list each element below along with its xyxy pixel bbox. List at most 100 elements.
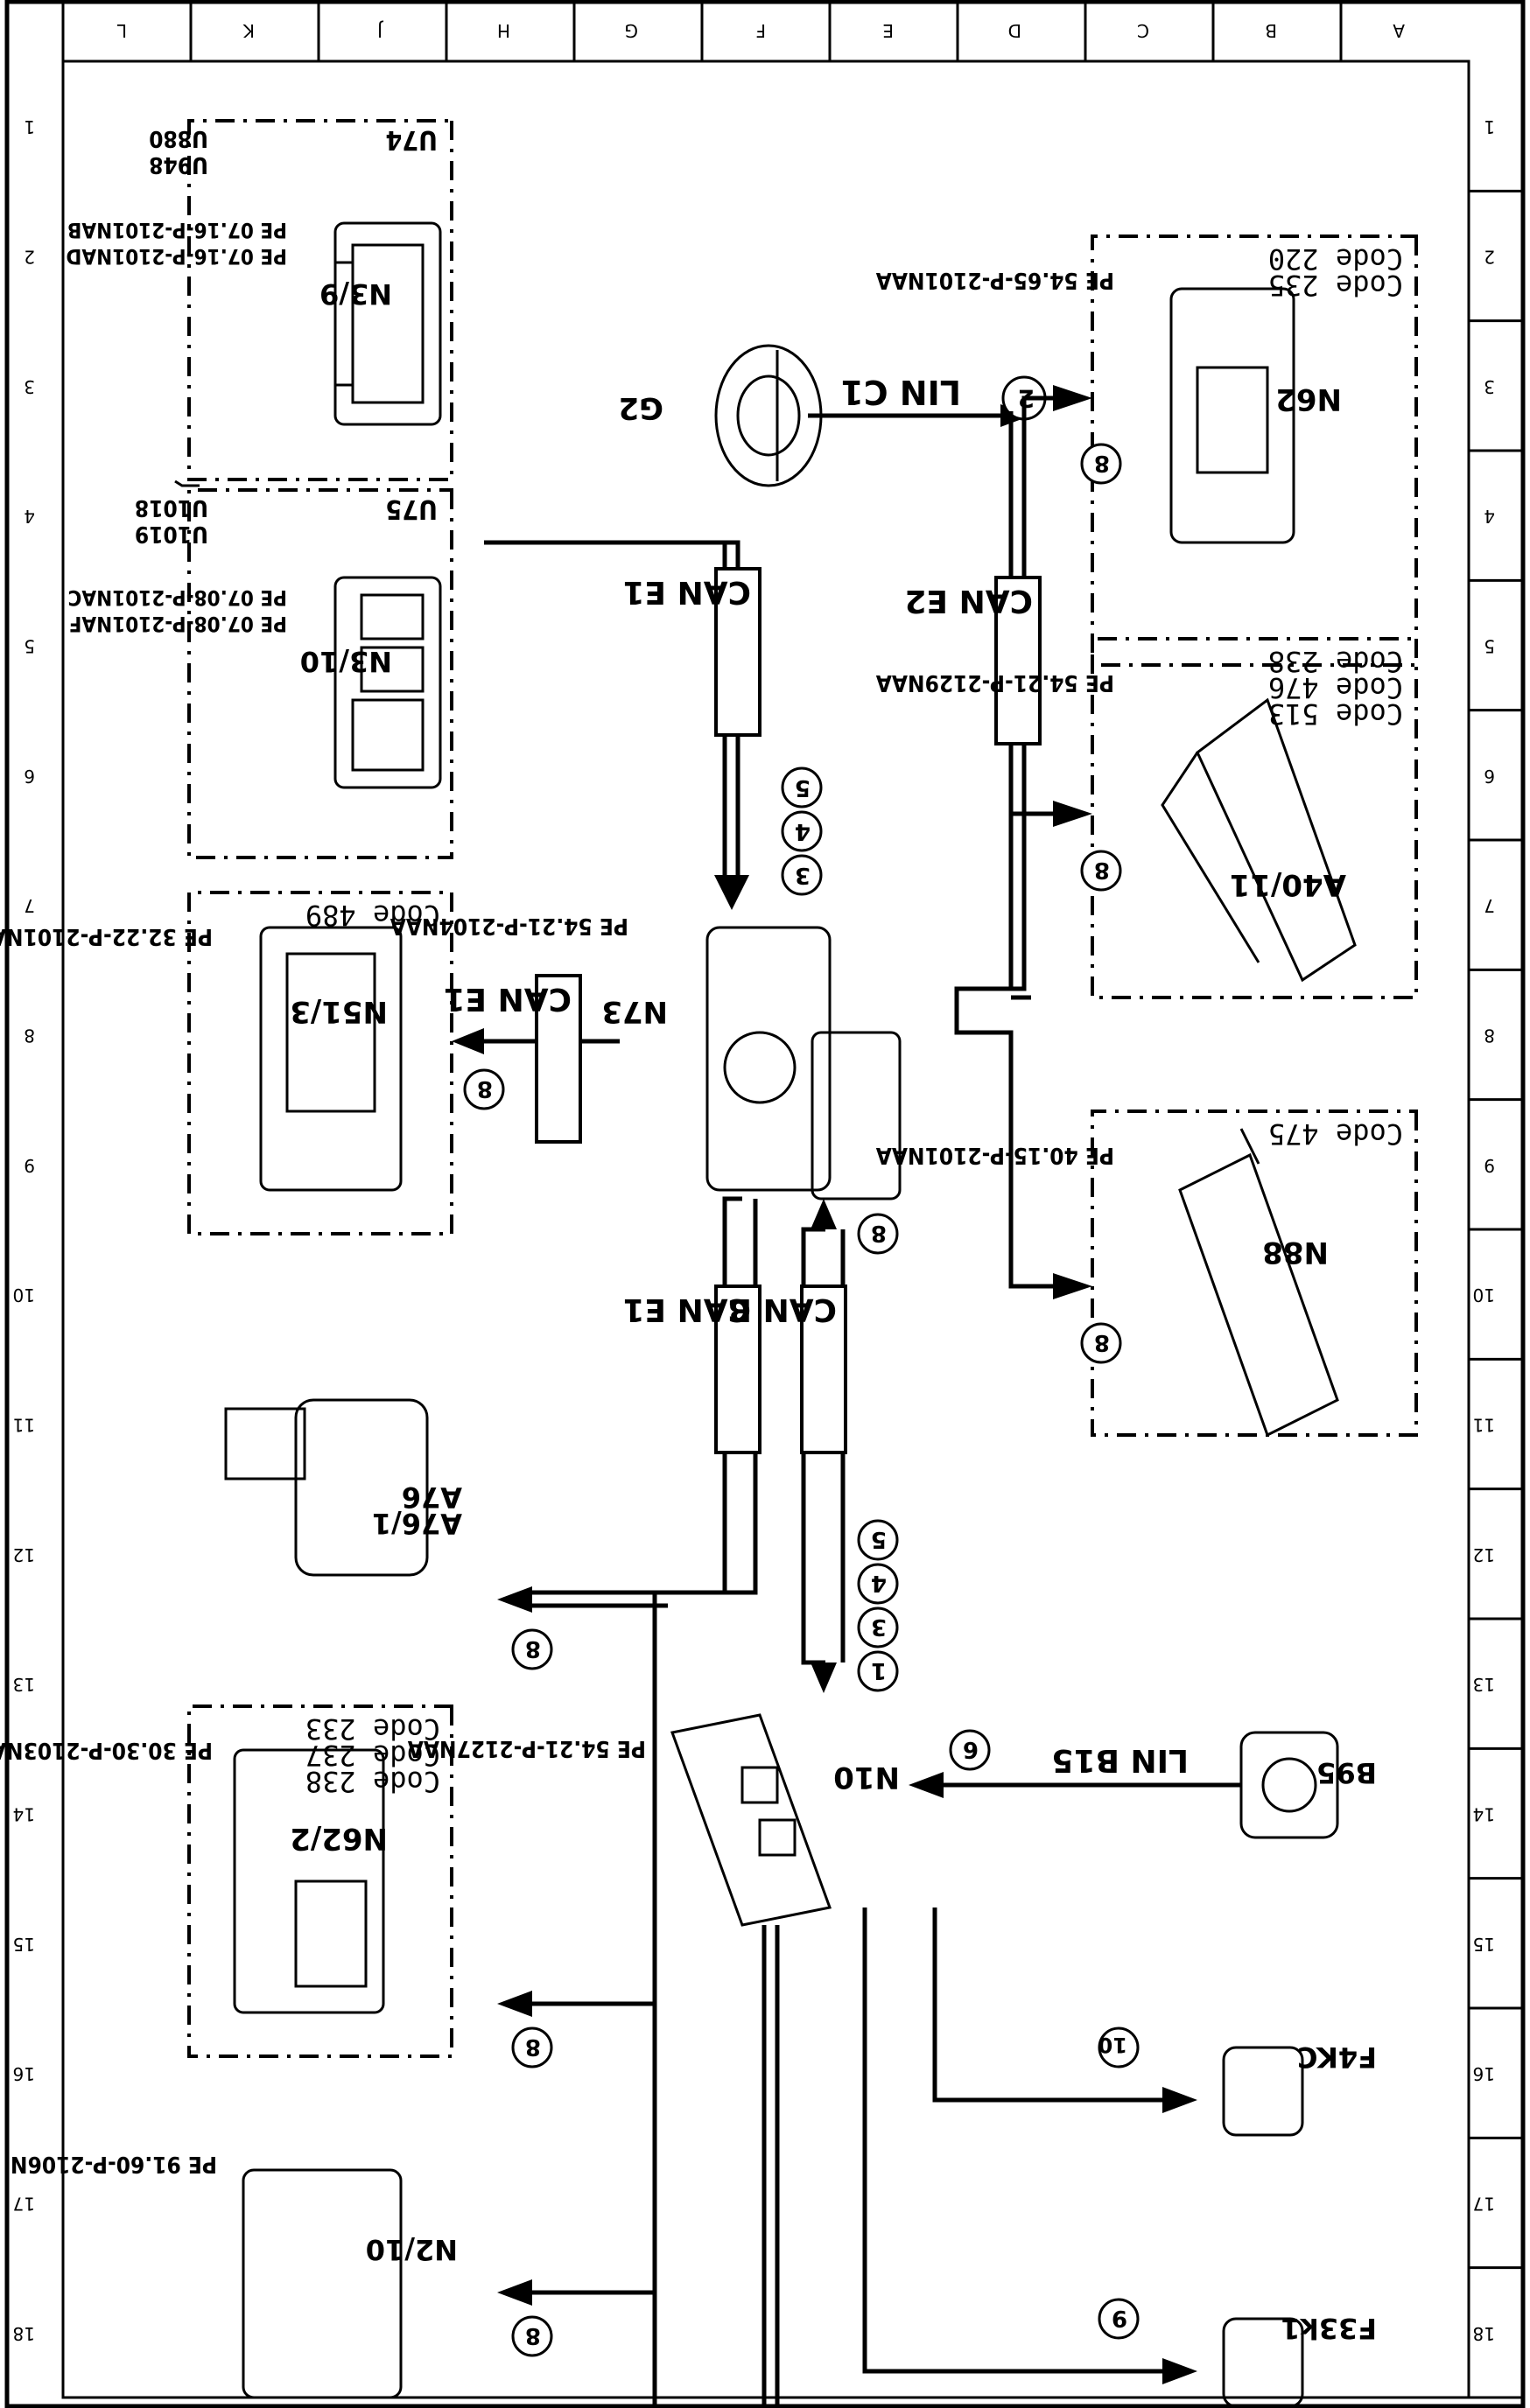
can-e2-label: CAN E2	[904, 583, 1033, 619]
can-e1-bottom-box	[714, 1284, 761, 1454]
grid-row-label: 7	[24, 895, 35, 916]
grid-row-label: 15	[1473, 1934, 1495, 1955]
n62-code-2: Code 235	[1268, 269, 1403, 302]
grid-row-label: 5	[1484, 636, 1495, 657]
can-e1-n2-10-branch	[532, 2004, 657, 2295]
grid-row-label: 7	[1484, 895, 1495, 916]
can-b-label: CAN B	[728, 1292, 837, 1327]
u75-ref-1: PE 07.08-P-2101NAC	[68, 585, 287, 610]
a40-11-ref: PE 54.21-P-2129NAA	[876, 669, 1114, 696]
n62-2-box	[187, 1704, 453, 2058]
svg-text:8: 8	[477, 1075, 493, 1102]
n51-3-ref: PE 32.22-P-2101NAA	[0, 923, 213, 949]
grid-row-label: 1	[1484, 116, 1495, 137]
n73-ref: PE 54.21-P-2104NAA	[390, 913, 628, 939]
can-e2-n88-branch	[954, 986, 1053, 1289]
grid-row-label: 13	[13, 1674, 35, 1695]
arrow-n88	[1053, 1273, 1092, 1299]
grid-row-label: 13	[1473, 1674, 1495, 1695]
u75-box	[187, 488, 453, 859]
n10-ref: PE 54.21-P-2127NAA	[408, 1735, 646, 1761]
marker-f33k1	[1098, 2298, 1140, 2340]
grid-col-label: E	[882, 20, 894, 41]
grid-row-label: 10	[1473, 1284, 1495, 1306]
svg-text:8: 8	[1094, 857, 1110, 883]
a40-11-label: A40/11	[1230, 867, 1346, 902]
sam-icon-n10	[670, 1713, 832, 1927]
grid-row-label: 3	[1484, 376, 1495, 397]
n88-label: N88	[1262, 1235, 1329, 1270]
n62-2-code-2: Code 237	[305, 1739, 440, 1772]
svg-text:3: 3	[871, 1614, 887, 1640]
arrow-f33k1	[1162, 2358, 1197, 2384]
grid-col-label: H	[497, 20, 510, 41]
grid-row-label: 3	[24, 376, 35, 397]
markers-canb-down: 5 4 3 1	[857, 1519, 899, 1692]
n62-ref: PE 54.65-P-2101NAA	[876, 267, 1114, 293]
grid-row-label: 16	[1473, 2063, 1495, 2084]
can-e1-side-box	[535, 974, 582, 1144]
grid-row-label: 9	[24, 1155, 35, 1176]
arrow-n73-in	[714, 875, 749, 910]
can-e1-top-label: CAN E1	[622, 574, 751, 610]
module-icon-n62-2	[233, 1748, 385, 2014]
marker-a40	[1080, 850, 1122, 892]
grid-row-label: 11	[13, 1415, 35, 1436]
ignition-switch-icon-n73	[705, 926, 902, 1200]
a76-1-label: A76/1	[372, 1507, 462, 1540]
n10-label: N10	[833, 1760, 900, 1795]
arrow-lin-b15	[909, 1772, 944, 1798]
u74-variant-2: U948	[149, 151, 208, 178]
n51-3-box	[187, 891, 453, 1236]
svg-text:8: 8	[525, 2034, 541, 2060]
grid-row-label: 2	[24, 247, 35, 268]
u75-label: U75	[386, 494, 438, 524]
svg-text:8: 8	[525, 2322, 541, 2348]
grid-col-label: K	[242, 20, 255, 41]
grid-row-label: 14	[1473, 1804, 1495, 1825]
u75-variant-1: U1018	[135, 494, 208, 521]
n88-ref: PE 40.15-P-2101NAA	[876, 1142, 1114, 1168]
module-icon-n2-10	[242, 2168, 403, 2399]
ecu-icon-n3-9	[333, 221, 442, 426]
can-e2-box	[994, 576, 1042, 746]
a40-11-box	[1091, 637, 1418, 999]
a40-code-1: Code 238	[1268, 645, 1403, 678]
grid-row-label: 16	[13, 2063, 35, 2084]
can-e1-side-label: CAN E1	[443, 981, 572, 1017]
actuator-icon-a76	[224, 1398, 429, 1577]
n62-code-1: Code 220	[1268, 242, 1403, 276]
svg-text:8: 8	[1094, 1329, 1110, 1355]
n3-10-label: N3/10	[300, 645, 392, 678]
grid-row-label: 10	[13, 1284, 35, 1306]
module-icon-a40-11	[1161, 697, 1357, 983]
grid-row-label: 2	[1484, 247, 1495, 268]
svg-text:5: 5	[871, 1526, 887, 1552]
marker-n2-10	[511, 2315, 553, 2357]
n2-10-label: N2/10	[366, 2233, 458, 2266]
svg-text:3: 3	[795, 862, 811, 888]
grid-col-label: D	[1008, 20, 1021, 41]
marker-n88	[1080, 1322, 1122, 1364]
lin-c1-label: LIN C1	[840, 373, 961, 411]
svg-text:5: 5	[795, 774, 811, 801]
svg-text:8: 8	[871, 1220, 887, 1246]
u74-ref-2: PE 07.16-P-2101NAD	[66, 244, 287, 269]
n62-2-code-3: Code 238	[305, 1765, 440, 1798]
svg-text:4: 4	[795, 818, 811, 844]
markers-n73-in: 5 4 3	[781, 766, 823, 896]
grid-col-label: A	[1393, 20, 1405, 41]
svg-text:4: 4	[871, 1570, 887, 1596]
marker-a76	[511, 1628, 553, 1670]
grid-row-label: 6	[1484, 766, 1495, 787]
svg-text:10: 10	[1098, 2033, 1127, 2057]
alternator-icon-g2	[714, 344, 823, 487]
svg-text:8: 8	[1094, 450, 1110, 476]
marker-f4kc	[1098, 2026, 1140, 2068]
svg-text:6: 6	[963, 1736, 979, 1762]
svg-text:1: 1	[871, 1657, 887, 1684]
grid-row-label: 18	[13, 2323, 35, 2344]
a40-code-2: Code 476	[1268, 671, 1403, 704]
